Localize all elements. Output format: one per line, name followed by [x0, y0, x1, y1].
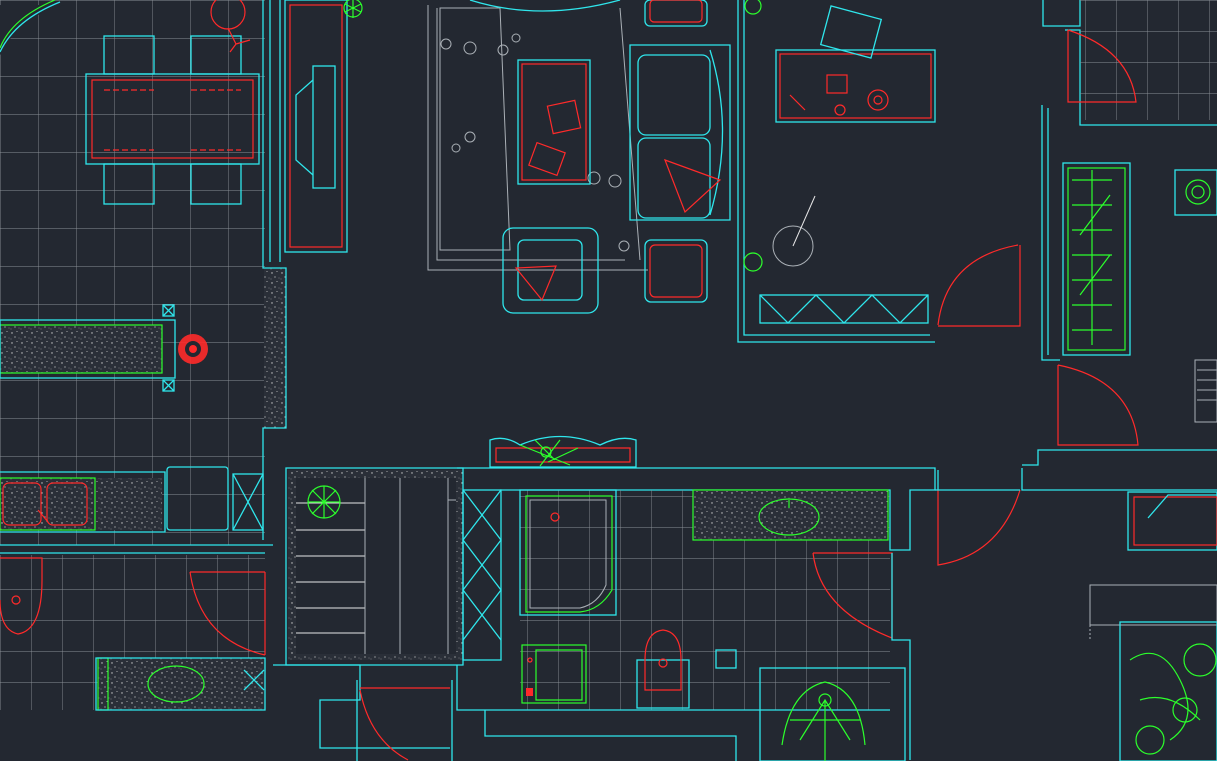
living-room-rug — [427, 5, 648, 271]
plant-icon — [519, 439, 579, 467]
door-swing[interactable] — [1067, 29, 1137, 103]
closet-storage[interactable] — [285, 467, 502, 666]
fridge[interactable] — [166, 466, 229, 531]
door-swing[interactable] — [937, 244, 1019, 326]
floor-lamp[interactable] — [772, 225, 814, 267]
door-swing[interactable] — [189, 571, 266, 656]
shower-tray[interactable] — [519, 489, 617, 616]
bathroom-main — [457, 435, 1021, 760]
interior-wall-speckled — [262, 0, 287, 540]
door-swing[interactable] — [937, 489, 1021, 566]
washing-machine[interactable] — [521, 644, 587, 704]
right-corridor-walls — [1021, 0, 1217, 761]
flower-decoration-icon — [178, 334, 208, 364]
vanity-basin[interactable] — [692, 489, 889, 541]
plant-icon — [743, 252, 763, 272]
potted-plant-icon — [307, 485, 341, 519]
toilet[interactable] — [0, 557, 43, 635]
kitchen-counter[interactable] — [0, 304, 176, 392]
dining-chair[interactable] — [103, 35, 155, 75]
dining-chair[interactable] — [190, 163, 242, 205]
wardrobe[interactable] — [1067, 167, 1126, 351]
study-room — [737, 0, 1021, 343]
dining-chair[interactable] — [190, 35, 242, 75]
ottoman[interactable] — [644, 0, 708, 303]
potted-plant-icon — [210, 0, 251, 53]
kitchen-sink[interactable] — [0, 466, 264, 533]
washbasin[interactable] — [147, 665, 205, 703]
console-table[interactable] — [489, 435, 637, 468]
bookshelf[interactable] — [759, 294, 929, 324]
bathroom-left — [0, 544, 273, 711]
dining-chair[interactable] — [103, 163, 155, 205]
balcony-plant — [781, 681, 866, 761]
dining-table[interactable] — [85, 35, 260, 205]
coffee-table[interactable] — [517, 59, 591, 185]
door-swing[interactable] — [1057, 364, 1139, 446]
sideboard-cabinet[interactable] — [284, 0, 348, 253]
plant-icon — [343, 0, 363, 18]
bottom-walls — [273, 664, 906, 761]
armchair[interactable] — [502, 227, 599, 314]
tv-console — [469, 0, 621, 12]
dining-floor-tiles — [0, 0, 265, 545]
toilet[interactable] — [636, 629, 690, 709]
door-swing[interactable] — [359, 687, 450, 761]
garden-plants — [1129, 643, 1217, 755]
sofa[interactable] — [629, 44, 731, 221]
office-chair[interactable] — [819, 5, 883, 59]
